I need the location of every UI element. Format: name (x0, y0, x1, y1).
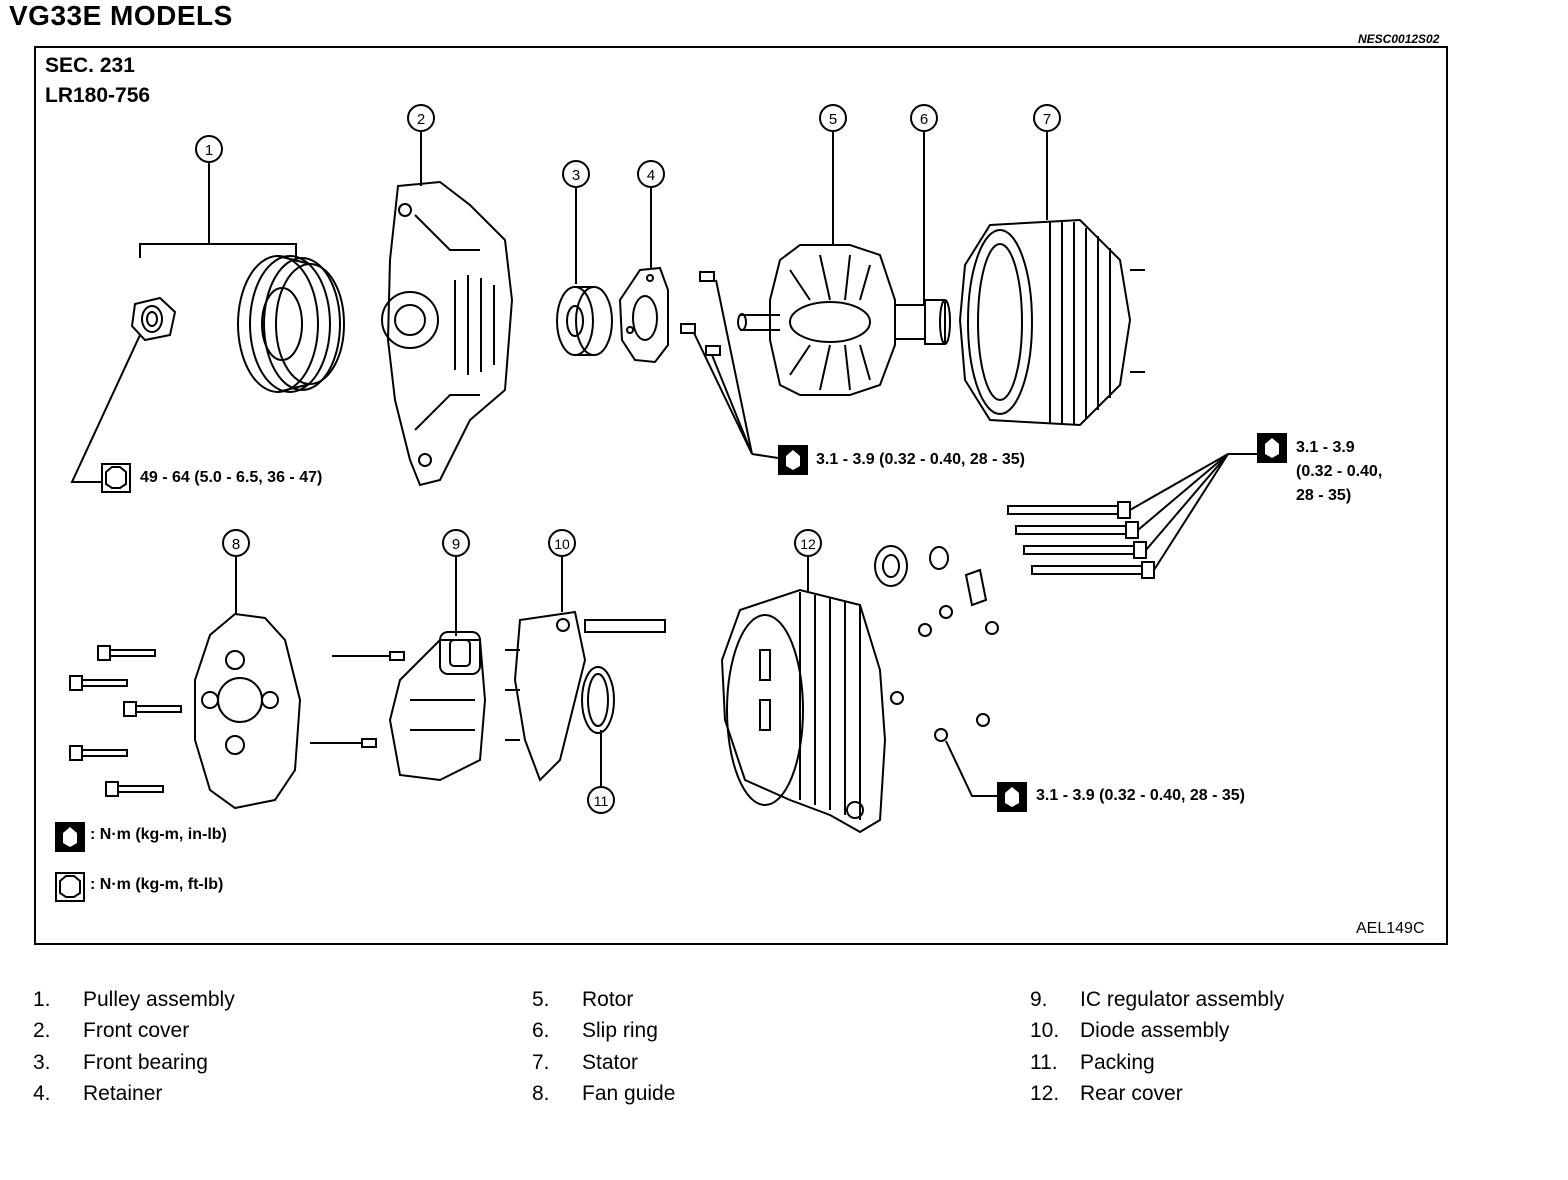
callout-11: 11 (587, 730, 615, 814)
list-item: 10.Diode assembly (1030, 1019, 1230, 1043)
retainer-screws (680, 271, 779, 459)
legend-ft-lb: : N·m (kg-m, ft-lb) (90, 876, 224, 893)
list-item: 1.Pulley assembly (33, 988, 235, 1011)
rear-small-parts (874, 545, 999, 797)
legend-in-lb: : N·m (kg-m, in-lb) (90, 826, 227, 843)
torque-spec-line: 28 - 35) (1296, 487, 1352, 504)
svg-text:8: 8 (232, 536, 240, 553)
svg-text:5: 5 (829, 111, 837, 128)
callout-4: 4 (637, 160, 665, 268)
torque-icon-in-lb (778, 445, 808, 475)
callout-9: 9 (442, 529, 470, 636)
pulley-nut (130, 296, 177, 342)
list-item: 2.Front cover (33, 1019, 190, 1043)
callout-12: 12 (794, 529, 822, 592)
document-id: NESC0012S02 (1358, 32, 1440, 46)
stator (958, 218, 1145, 427)
parts-list-column-3: 9.IC regulator assembly 10.Diode assembl… (1030, 984, 1284, 1109)
list-item: 8.Fan guide (532, 1081, 676, 1105)
torque-spec-pulley-nut: 49 - 64 (5.0 - 6.5, 36 - 47) (140, 469, 323, 486)
parts-list-column-1: 1.Pulley assembly 2.Front cover 3.Front … (33, 984, 235, 1109)
rear-cover (720, 588, 887, 834)
svg-text:11: 11 (594, 793, 609, 809)
torque-spec-rear-nuts: 3.1 - 3.9 (0.32 - 0.40, 28 - 35) (1036, 787, 1246, 804)
torque-spec-line: 3.1 - 3.9 (1296, 439, 1355, 456)
pulley (237, 255, 345, 393)
callout-7: 7 (1033, 104, 1061, 220)
section-label: SEC. 231 LR180-756 (45, 51, 150, 111)
slip-ring (894, 299, 951, 345)
diode-assembly (505, 610, 666, 782)
callout-6: 6 (910, 104, 938, 306)
svg-text:2: 2 (417, 111, 425, 128)
torque-icon-in-lb (1257, 433, 1287, 463)
callout-5: 5 (819, 104, 847, 246)
torque-spec-front-screws: 3.1 - 3.9 (0.32 - 0.40, 28 - 35) (816, 451, 1026, 468)
section-number: SEC. 231 (45, 54, 135, 77)
page-title: VG33E MODELS (9, 0, 233, 31)
front-bearing (556, 286, 613, 356)
list-item: 9.IC regulator assembly (1030, 988, 1285, 1011)
list-item: 6.Slip ring (532, 1019, 658, 1043)
torque-spec-line: (0.32 - 0.40, (1296, 463, 1383, 480)
model-number: LR180-756 (45, 84, 151, 107)
rotor (737, 244, 896, 396)
parts-list-column-2: 5.Rotor 6.Slip ring 7.Stator 8.Fan guide (532, 984, 675, 1109)
list-item: 11.Packing (1030, 1050, 1155, 1074)
svg-text:10: 10 (554, 536, 570, 552)
callout-2: 2 (407, 104, 435, 186)
fan-guide (194, 612, 302, 810)
through-bolts (1007, 453, 1258, 579)
list-item: 12.Rear cover (1030, 1081, 1183, 1105)
list-item: 3.Front bearing (33, 1050, 208, 1074)
leader-pulley-torque (70, 334, 141, 483)
callout-3: 3 (562, 160, 590, 284)
svg-text:4: 4 (647, 167, 655, 184)
svg-text:12: 12 (800, 536, 816, 552)
torque-icon-ft-lb (101, 463, 131, 493)
svg-text:9: 9 (452, 536, 460, 553)
list-item: 7.Stator (532, 1050, 639, 1074)
list-item: 4.Retainer (33, 1081, 163, 1105)
fan-guide-screws (69, 645, 182, 797)
torque-icon-in-lb (997, 782, 1027, 812)
retainer (618, 266, 669, 364)
diagram-frame (34, 46, 1448, 945)
torque-icon-in-lb (55, 822, 85, 852)
callout-8: 8 (222, 529, 250, 614)
torque-icon-ft-lb (55, 872, 85, 902)
list-item: 5.Rotor (532, 988, 634, 1011)
figure-id: AEL149C (1356, 920, 1425, 937)
svg-text:7: 7 (1043, 111, 1051, 128)
packing (581, 666, 615, 734)
callout-1: 1 (139, 135, 297, 258)
torque-spec-through-bolts: 3.1 - 3.9 (0.32 - 0.40, 28 - 35) (1296, 436, 1382, 508)
callout-10: 10 (548, 529, 576, 612)
front-cover (381, 180, 514, 487)
ic-regulator (310, 631, 487, 782)
svg-text:3: 3 (572, 167, 580, 184)
svg-text:6: 6 (920, 111, 928, 128)
svg-text:1: 1 (205, 142, 213, 159)
